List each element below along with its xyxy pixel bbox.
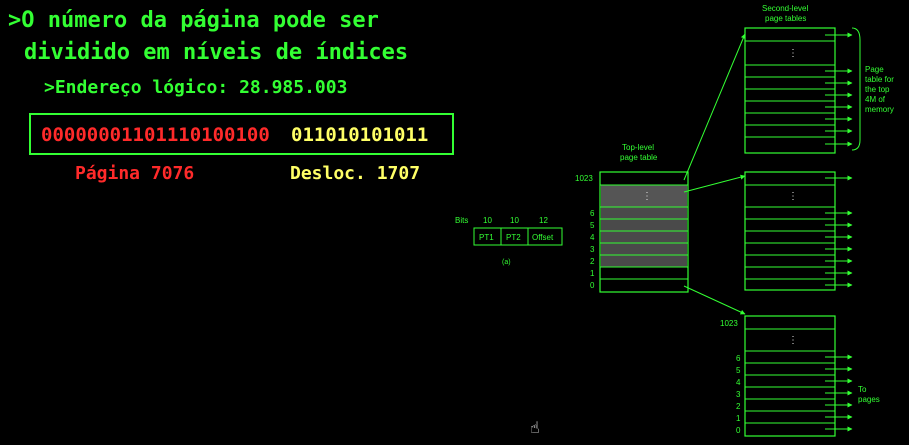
top-level-title-1: Top-level — [622, 143, 654, 152]
second-level-title-2: page tables — [765, 14, 806, 23]
top-idx-4: 4 — [590, 233, 595, 242]
binary-page-bits: 00000001101110100100 — [41, 124, 270, 146]
top-idx-0: 0 — [590, 281, 595, 290]
arrow-to-table-1 — [683, 33, 746, 181]
t3-idx-5: 5 — [736, 366, 741, 375]
bit-width-1: 10 — [483, 216, 492, 225]
top-level-page-table: ⋮ — [599, 171, 689, 293]
bit-width-3: 12 — [539, 216, 548, 225]
note-line-2: table for — [865, 75, 894, 84]
arrow-to-table-3 — [683, 285, 746, 315]
address-format-box — [473, 227, 563, 246]
top-idx-6: 6 — [590, 209, 595, 218]
offset-label: Desloc. 1707 — [290, 163, 421, 184]
binary-address-box: 00000001101110100100 011010101011 — [29, 113, 454, 155]
t3-idx-3: 3 — [736, 390, 741, 399]
top-idx-5: 5 — [590, 221, 595, 230]
table-1-ellipsis: ⋮ — [788, 48, 798, 59]
to-pages-1: To — [858, 385, 867, 394]
t3-idx-1023: 1023 — [720, 319, 738, 328]
to-pages-2: pages — [858, 395, 880, 404]
t3-idx-2: 2 — [736, 402, 741, 411]
page-number-label: Página 7076 — [75, 163, 195, 184]
bullet-arrow: > — [8, 8, 22, 33]
note-line-5: memory — [865, 105, 894, 114]
bits-label: Bits — [455, 216, 468, 225]
bullet-arrow: > — [44, 77, 55, 98]
bullet-2: >Endereço lógico: 28.985.003 — [44, 77, 347, 98]
caption-a: (a) — [502, 259, 511, 266]
top-idx-1: 1 — [590, 269, 595, 278]
bullet-2-text: Endereço lógico: 28.985.003 — [54, 77, 348, 98]
field-pt2: PT2 — [506, 233, 521, 242]
binary-offset-bits: 011010101011 — [291, 124, 429, 146]
second-level-table-1: ⋮ — [744, 27, 853, 154]
hand-cursor-icon: ☝ — [530, 418, 540, 437]
bit-width-2: 10 — [510, 216, 519, 225]
top-idx-2: 2 — [590, 257, 595, 266]
bullet-1-line-1: >O número da página pode ser — [8, 8, 379, 33]
top-level-ellipsis: ⋮ — [642, 191, 652, 202]
field-offset: Offset — [532, 233, 554, 242]
top-idx-1023: 1023 — [575, 174, 593, 183]
brace — [851, 27, 861, 151]
t3-idx-1: 1 — [736, 414, 741, 423]
note-line-3: the top — [865, 85, 890, 94]
second-level-title-1: Second-level — [762, 4, 808, 13]
second-level-table-2: ⋮ — [744, 171, 853, 291]
arrow-to-table-2 — [683, 174, 746, 193]
bullet-1-text: O número da página pode ser — [21, 8, 379, 33]
field-pt1: PT1 — [479, 233, 494, 242]
top-idx-3: 3 — [590, 245, 595, 254]
table-2-ellipsis: ⋮ — [788, 191, 798, 202]
bullet-1-line-2: dividido em níveis de índices — [24, 40, 409, 65]
t3-idx-6: 6 — [736, 354, 741, 363]
table-3-ellipsis: ⋮ — [788, 335, 798, 346]
top-level-title-2: page table — [620, 153, 658, 162]
note-line-1: Page — [865, 65, 884, 74]
second-level-table-3: ⋮ — [744, 315, 853, 437]
t3-idx-0: 0 — [736, 426, 741, 435]
t3-idx-4: 4 — [736, 378, 741, 387]
note-line-4: 4M of — [865, 95, 886, 104]
